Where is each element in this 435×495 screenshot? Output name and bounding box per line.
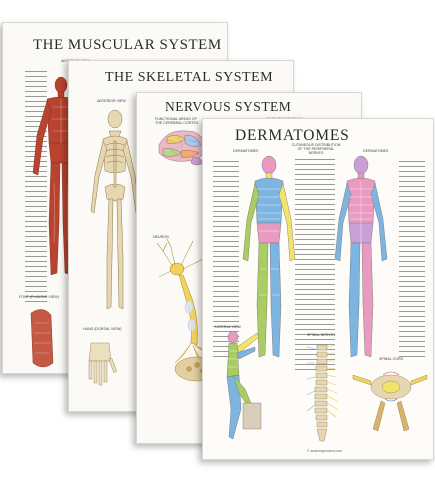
skeletal-hand-view-label: HAND (DORSAL VIEW) bbox=[83, 327, 122, 331]
skeletal-poster-title: THE SKELETAL SYSTEM bbox=[105, 70, 274, 85]
dermatomes-right-view-label: DERMATOMES bbox=[363, 149, 389, 153]
skeletal-anterior-view-label: ANTERIOR VIEW bbox=[97, 99, 126, 103]
muscular-foot-view-label: FOOT (PLANTAR VIEW) bbox=[19, 295, 59, 299]
dermatomes-footer: © anatomyposters.com bbox=[307, 449, 342, 453]
dermatomes-poster: DERMATOMES DERMATOMES CUTANEOUS DISTRIBU… bbox=[202, 118, 434, 460]
dermatomes-spinal-nerves-label: SPINAL NERVES bbox=[307, 333, 336, 337]
dermatomes-left-view-label: DERMATOMES bbox=[233, 149, 259, 153]
dermatomes-lateral-view-label: LATERAL VIEW bbox=[215, 325, 241, 329]
skeleton-figure bbox=[88, 109, 140, 386]
dermatomes-center-labels bbox=[295, 159, 335, 374]
nervous-neuron-label: NEURON bbox=[153, 235, 169, 239]
dermatomes-poster-title: DERMATOMES bbox=[235, 127, 350, 144]
dermatomes-right-labels bbox=[399, 161, 425, 361]
nervous-brain-view-label: FUNCTIONAL AREAS OF THE CEREBRAL CORTEX bbox=[155, 117, 199, 125]
dermatomes-spinal-cord-label: SPINAL CORD bbox=[379, 357, 404, 361]
muscular-poster-title: THE MUSCULAR SYSTEM bbox=[33, 37, 222, 53]
nervous-poster-title: NERVOUS SYSTEM bbox=[165, 99, 292, 114]
dermatome-figures bbox=[226, 155, 428, 442]
dermatomes-center-view-label: CUTANEOUS DISTRIBUTION OF THE PERIPHERAL… bbox=[291, 143, 341, 155]
dermatomes-left-labels bbox=[213, 161, 239, 361]
